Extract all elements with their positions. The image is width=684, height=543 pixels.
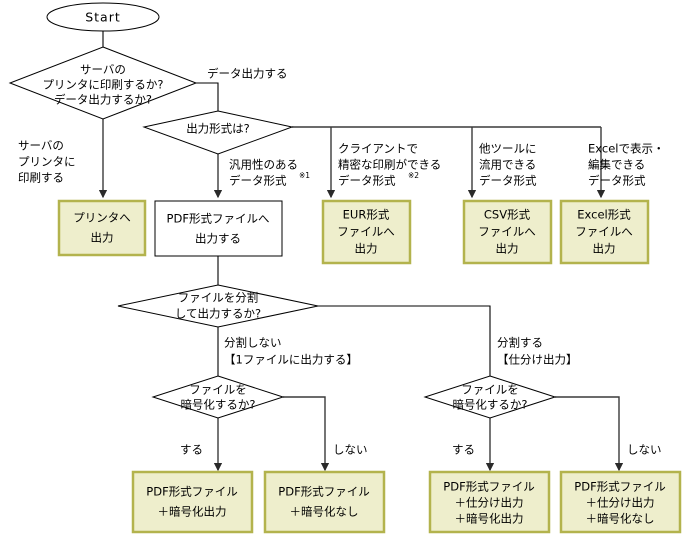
edge-label-format-generic-line2: データ形式: [229, 174, 287, 188]
box-pdf-noenc-line1: PDF形式ファイル: [278, 485, 369, 499]
edge-label-encrypt-no-left: しない: [333, 443, 368, 457]
box-excel-line2: ファイルへ: [575, 225, 633, 239]
box-pdf-noenc-line2: ＋暗号化なし: [290, 505, 359, 519]
edge-label-format-client-print: クライアントで 精密な印刷ができる データ形式 ※2: [338, 142, 441, 188]
box-pdf-line1: PDF形式ファイルへ: [167, 212, 270, 226]
decision-encrypt-left-line2: 暗号化するか?: [180, 398, 255, 412]
edge-encrypt-left-no: [283, 396, 330, 472]
box-printer-line2: 出力: [91, 231, 114, 245]
edge-label-split-yes-line2: 【仕分け出力】: [497, 353, 578, 367]
decision-print-or-data-line2: プリンタに印刷するか?: [42, 78, 163, 92]
node-box-pdf-split-noenc[interactable]: PDF形式ファイル ＋仕分け出力 ＋暗号化なし: [559, 470, 682, 534]
node-box-excel[interactable]: Excel形式 ファイルへ 出力: [559, 199, 650, 265]
edge-label-data-output: データ出力する: [207, 67, 288, 81]
decision-split-line1: ファイルを分割: [178, 291, 259, 305]
edge-label-format-generic-line1: 汎用性のある: [229, 158, 298, 172]
edge-label-client-print-note: ※2: [408, 171, 419, 180]
edge-label-split-yes: 分割する 【仕分け出力】: [497, 336, 578, 367]
edge-label-client-print-line3: データ形式: [338, 174, 396, 188]
box-pdf-split-enc-line3: ＋暗号化出力: [455, 512, 524, 526]
edge-label-split-no-line2: 【1ファイルに出力する】: [224, 353, 358, 367]
node-decision-format[interactable]: 出力形式は?: [142, 110, 294, 155]
edge-label-split-no: 分割しない 【1ファイルに出力する】: [224, 336, 358, 367]
decision-encrypt-left-line1: ファイルを: [189, 383, 247, 397]
node-decision-split[interactable]: ファイルを分割 して出力するか?: [117, 284, 319, 328]
node-box-csv[interactable]: CSV形式 ファイルへ 出力: [462, 199, 553, 265]
box-pdf-split-noenc-line1: PDF形式ファイル: [574, 480, 665, 494]
decision-format-label: 出力形式は?: [186, 122, 250, 136]
decision-encrypt-right-line2: 暗号化するか?: [452, 398, 527, 412]
edge-label-format-excel-line3: データ形式: [588, 174, 646, 188]
node-box-printer[interactable]: プリンタへ 出力: [57, 199, 147, 257]
box-pdf-enc-line1: PDF形式ファイル: [146, 485, 237, 499]
box-pdf-split-enc-line1: PDF形式ファイル: [443, 480, 534, 494]
edge-label-encrypt-no-right: しない: [627, 443, 662, 457]
edge-label-format-other-tool: 他ツールに 流用できる データ形式: [479, 142, 537, 188]
box-pdf-line2: 出力する: [195, 232, 241, 246]
edge-label-split-yes-line1: 分割する: [497, 336, 543, 350]
box-csv-line2: ファイルへ: [478, 225, 536, 239]
edge-label-other-tool-line1: 他ツールに: [479, 142, 537, 156]
node-box-pdf-noenc[interactable]: PDF形式ファイル ＋暗号化なし: [263, 470, 386, 534]
box-csv-line1: CSV形式: [484, 208, 531, 222]
edge-encrypt-right-no: [555, 396, 624, 472]
box-excel-line1: Excel形式: [577, 208, 631, 222]
node-decision-encrypt-left[interactable]: ファイルを 暗号化するか?: [151, 375, 285, 419]
edge-label-encrypt-yes-left: する: [180, 443, 203, 457]
node-box-pdf-enc[interactable]: PDF形式ファイル ＋暗号化出力: [131, 470, 254, 534]
node-box-eur[interactable]: EUR形式 ファイルへ 出力: [321, 199, 412, 265]
box-pdf-split-enc-line2: ＋仕分け出力: [455, 496, 524, 510]
edge-label-print-server-line2: プリンタに: [18, 155, 76, 169]
edge-label-format-excel: Excelで表示・ 編集できる データ形式: [588, 142, 664, 188]
node-box-pdf[interactable]: PDF形式ファイルへ 出力する: [154, 200, 283, 257]
edge-label-format-generic: 汎用性のある データ形式 ※1: [229, 158, 310, 188]
box-eur-line2: ファイルへ: [337, 225, 395, 239]
box-pdf-split-noenc-line3: ＋暗号化なし: [586, 512, 655, 526]
decision-encrypt-right-line1: ファイルを: [461, 383, 519, 397]
edge-label-format-excel-line2: 編集できる: [588, 158, 645, 172]
edge-label-print-server-line3: 印刷する: [18, 171, 64, 185]
box-csv-line3: 出力: [496, 242, 519, 256]
box-pdf-split-noenc-line2: ＋仕分け出力: [586, 496, 655, 510]
decision-split-line2: して出力するか?: [175, 307, 261, 321]
decision-print-or-data-line1: サーバの: [80, 63, 126, 77]
node-start[interactable]: Start: [46, 2, 160, 32]
node-decision-encrypt-right[interactable]: ファイルを 暗号化するか?: [423, 375, 557, 419]
box-pdf-enc-line2: ＋暗号化出力: [158, 505, 227, 519]
edge-label-format-excel-line1: Excelで表示・: [588, 142, 664, 156]
node-decision-print-or-data[interactable]: サーバの プリンタに印刷するか? データ出力するか?: [8, 46, 198, 120]
edge-label-format-generic-note: ※1: [299, 171, 310, 180]
edge-label-print-server: サーバの プリンタに 印刷する: [18, 139, 76, 185]
start-label: Start: [85, 10, 121, 25]
box-eur-line3: 出力: [355, 242, 378, 256]
box-printer-line1: プリンタへ: [73, 211, 131, 225]
edge-split-yes: [318, 305, 491, 376]
edge-data-output-branch: [196, 82, 219, 111]
decision-print-or-data-line3: データ出力するか?: [54, 93, 152, 107]
edge-label-other-tool-line3: データ形式: [479, 174, 537, 188]
edge-label-print-server-line1: サーバの: [18, 139, 64, 153]
edge-label-client-print-line1: クライアントで: [338, 142, 418, 156]
node-box-pdf-split-enc[interactable]: PDF形式ファイル ＋仕分け出力 ＋暗号化出力: [428, 470, 551, 534]
edge-label-encrypt-yes-right: する: [452, 443, 475, 457]
box-excel-line3: 出力: [593, 242, 616, 256]
box-eur-line1: EUR形式: [343, 208, 390, 222]
edge-label-client-print-line2: 精密な印刷ができる: [338, 158, 441, 172]
edge-label-split-no-line1: 分割しない: [224, 336, 282, 350]
connector-layer: [98, 31, 624, 472]
edge-label-other-tool-line2: 流用できる: [479, 158, 536, 172]
